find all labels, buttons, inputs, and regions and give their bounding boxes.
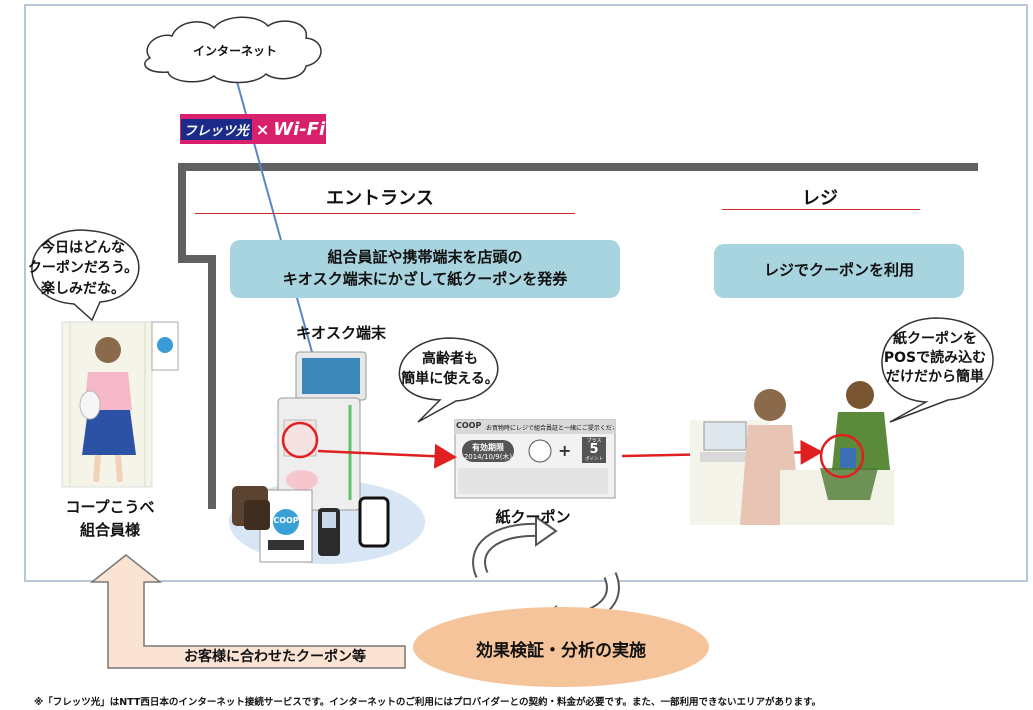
- smartphone-icon: [358, 496, 390, 548]
- kiosk-machine-icon: [277, 351, 367, 511]
- flip-phone-icon: [318, 508, 340, 556]
- coupon-label: 紙クーポン: [495, 508, 571, 526]
- coupon-header-text: お買物時にレジで組合員証と一緒にご提示ください: [486, 425, 614, 432]
- kiosk-label: キオスク端末: [296, 324, 387, 342]
- entrance-underline: [195, 213, 575, 214]
- coupon-points-unit: ポイント: [585, 457, 603, 462]
- kiosk-speech-bubble: [398, 337, 499, 423]
- store-wall-upper-left: [178, 163, 186, 263]
- store-wall-lower-left: [208, 255, 216, 509]
- flets-logo-text: フレッツ光: [180, 118, 252, 140]
- paper-coupon-ticket: [454, 419, 616, 499]
- customer-illustration-icon: [61, 321, 179, 488]
- cashier-bubble-text: 紙クーポンを POSで読み込む だけだから簡単: [883, 331, 987, 385]
- internet-cloud-label: インターネット: [192, 44, 277, 58]
- kiosk-reader-highlight: [281, 421, 319, 459]
- register-heading: レジ: [802, 188, 838, 209]
- wallet-icon: [232, 486, 270, 530]
- analysis-label: 効果検証・分析の実施: [476, 641, 646, 661]
- wifi-logo-text: Wi-Fi: [273, 118, 326, 140]
- store-wall-step: [178, 255, 216, 263]
- coupon-expiry-date: 2014/10/9(木): [463, 453, 513, 461]
- customer-speech-bubble: [31, 229, 140, 322]
- internet-cloud-icon: [144, 16, 322, 84]
- footnote: ※「フレッツ光」はNTT西日本のインターネット接続サービスです。インターネットの…: [34, 697, 822, 708]
- feedback-arrow-label: お客様に合わせたクーポン等: [184, 649, 366, 665]
- flets-x-mark: ×: [255, 119, 270, 139]
- flets-wifi-badge: フレッツ光 × Wi-Fi: [180, 114, 326, 144]
- coupon-coop-logo: COOP: [456, 421, 482, 430]
- feedback-arrow: [89, 554, 406, 669]
- kiosk-to-coupon-arrow: [317, 443, 457, 469]
- register-underline: [722, 209, 920, 210]
- coupon-expiry-label: 有効期限: [472, 443, 504, 452]
- membership-card-logo: COOP: [273, 516, 299, 525]
- coupon-plus-icon: +: [558, 441, 572, 460]
- store-wall-top: [178, 163, 978, 171]
- register-instruction-box: レジでクーポンを利用: [714, 244, 964, 298]
- entrance-heading: エントランス: [326, 188, 434, 209]
- cashier-speech-bubble: [881, 317, 994, 423]
- customer-bubble-text: 今日はどんな クーポンだろう。 楽しみだな。: [27, 240, 139, 297]
- coupon-points-label: プラス: [586, 438, 602, 444]
- customer-label: コープこうべ 組合員様: [65, 498, 155, 539]
- coupon-points-value: 5: [589, 442, 599, 457]
- entrance-instruction-box: 組合員証や携帯端末を店頭の キオスク端末にかざして紙クーポンを発券: [230, 240, 620, 298]
- pos-scanner-highlight: [819, 433, 865, 479]
- analysis-oval: [413, 607, 709, 687]
- kiosk-bubble-text: 高齢者も 簡単に使える。: [401, 351, 499, 387]
